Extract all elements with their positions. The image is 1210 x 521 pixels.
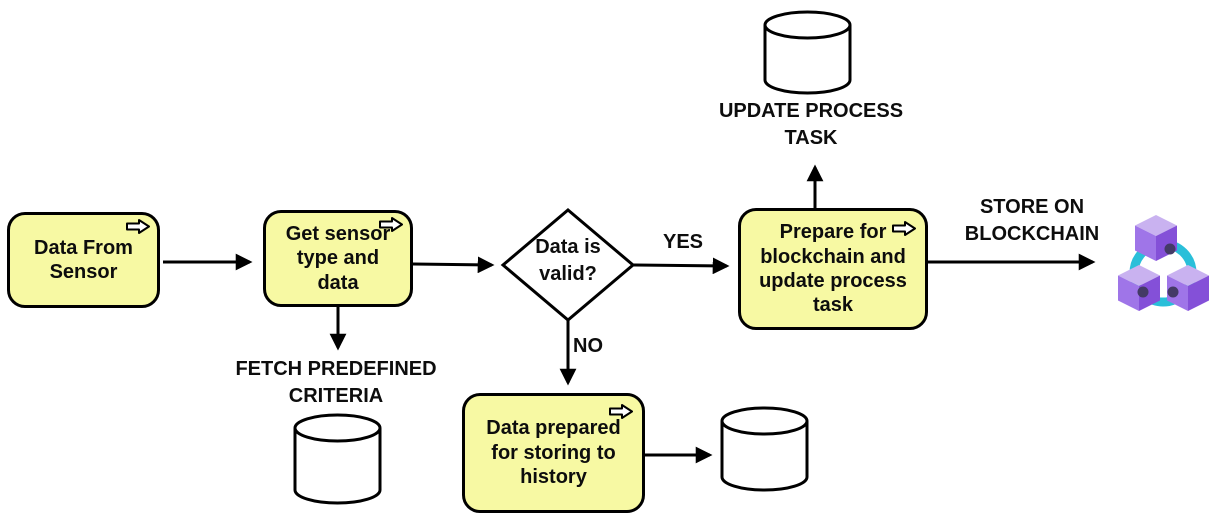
task-data-from-sensor: Data From Sensor (7, 212, 160, 308)
connector-arrow-get-to-decision (412, 256, 495, 274)
edge-label-update-process-task: UPDATE PROCESS TASK (718, 100, 904, 149)
blockchain-icon (1118, 215, 1209, 311)
send-arrow-icon (609, 404, 633, 419)
database-icon (293, 413, 382, 505)
task-get-sensor-type: Get sensor type and data (263, 210, 413, 307)
task-data-prepared-history: Data prepared for storing to history (462, 393, 645, 513)
edge-label-no: NO (573, 335, 603, 357)
edge-label-store-on-blockchain: STORE ON BLOCKCHAIN (964, 196, 1100, 245)
edge-label-yes: YES (662, 231, 704, 253)
task-label: Get sensor type and data (285, 222, 391, 294)
task-label: Prepare for blockchain and update proces… (759, 221, 907, 317)
edge-label-fetch-predefined-criteria: FETCH PREDEFINED CRITERIA (235, 358, 437, 407)
task-prepare-blockchain: Prepare for blockchain and update proces… (738, 208, 928, 330)
task-label: Data prepared for storing to history (486, 417, 621, 489)
database-icon (720, 406, 809, 492)
task-label: Data From Sensor (34, 236, 133, 283)
decision-diamond (500, 208, 636, 322)
send-arrow-icon (892, 221, 916, 236)
send-arrow-icon (126, 219, 150, 234)
database-icon (763, 10, 852, 95)
connector-arrow-decision-yes (632, 257, 730, 275)
decision-label: Data is valid? (535, 236, 601, 285)
send-arrow-icon (379, 217, 403, 232)
